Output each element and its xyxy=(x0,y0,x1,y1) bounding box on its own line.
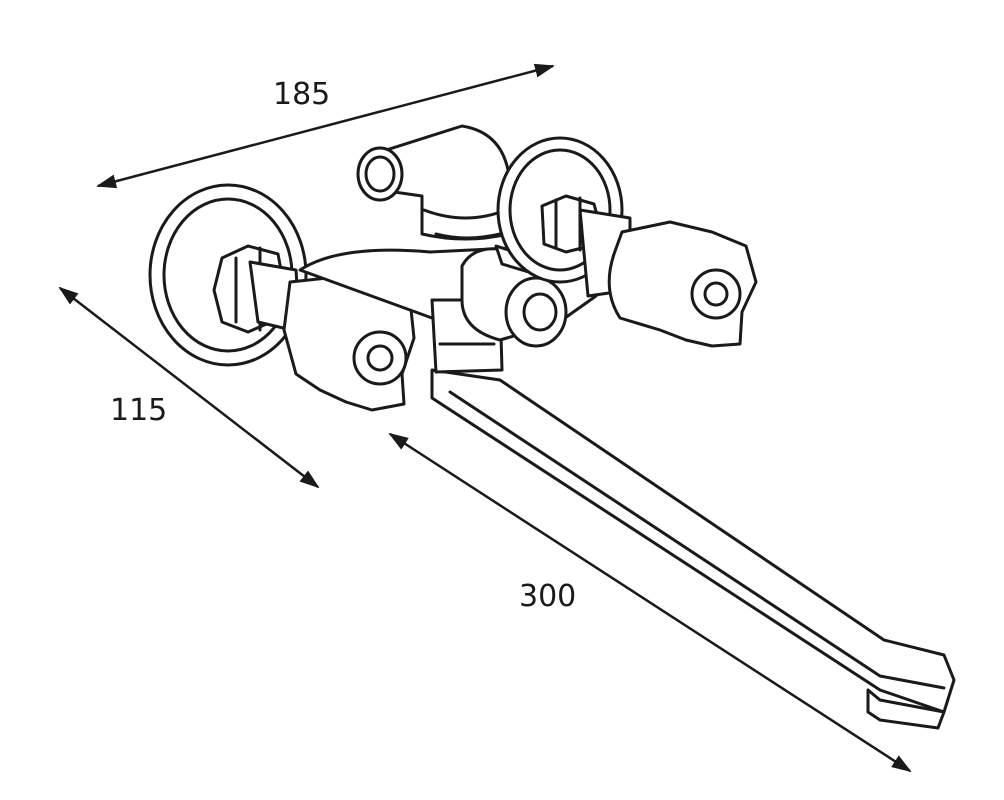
top-outlet xyxy=(356,124,510,241)
spout-outlet xyxy=(866,688,946,730)
left-valve xyxy=(148,183,416,412)
dimension-line-depth xyxy=(58,286,320,489)
dimension-label-width: 185 xyxy=(273,77,331,112)
dimension-line-spout xyxy=(388,432,912,773)
dimension-label-depth: 115 xyxy=(110,393,168,428)
right-knob-cap xyxy=(690,268,742,320)
dimension-line-width xyxy=(96,63,555,189)
dimension-label-spout-length: 300 xyxy=(519,579,577,614)
spout xyxy=(430,368,956,730)
left-knob-cap xyxy=(352,330,408,386)
right-valve xyxy=(496,136,758,348)
